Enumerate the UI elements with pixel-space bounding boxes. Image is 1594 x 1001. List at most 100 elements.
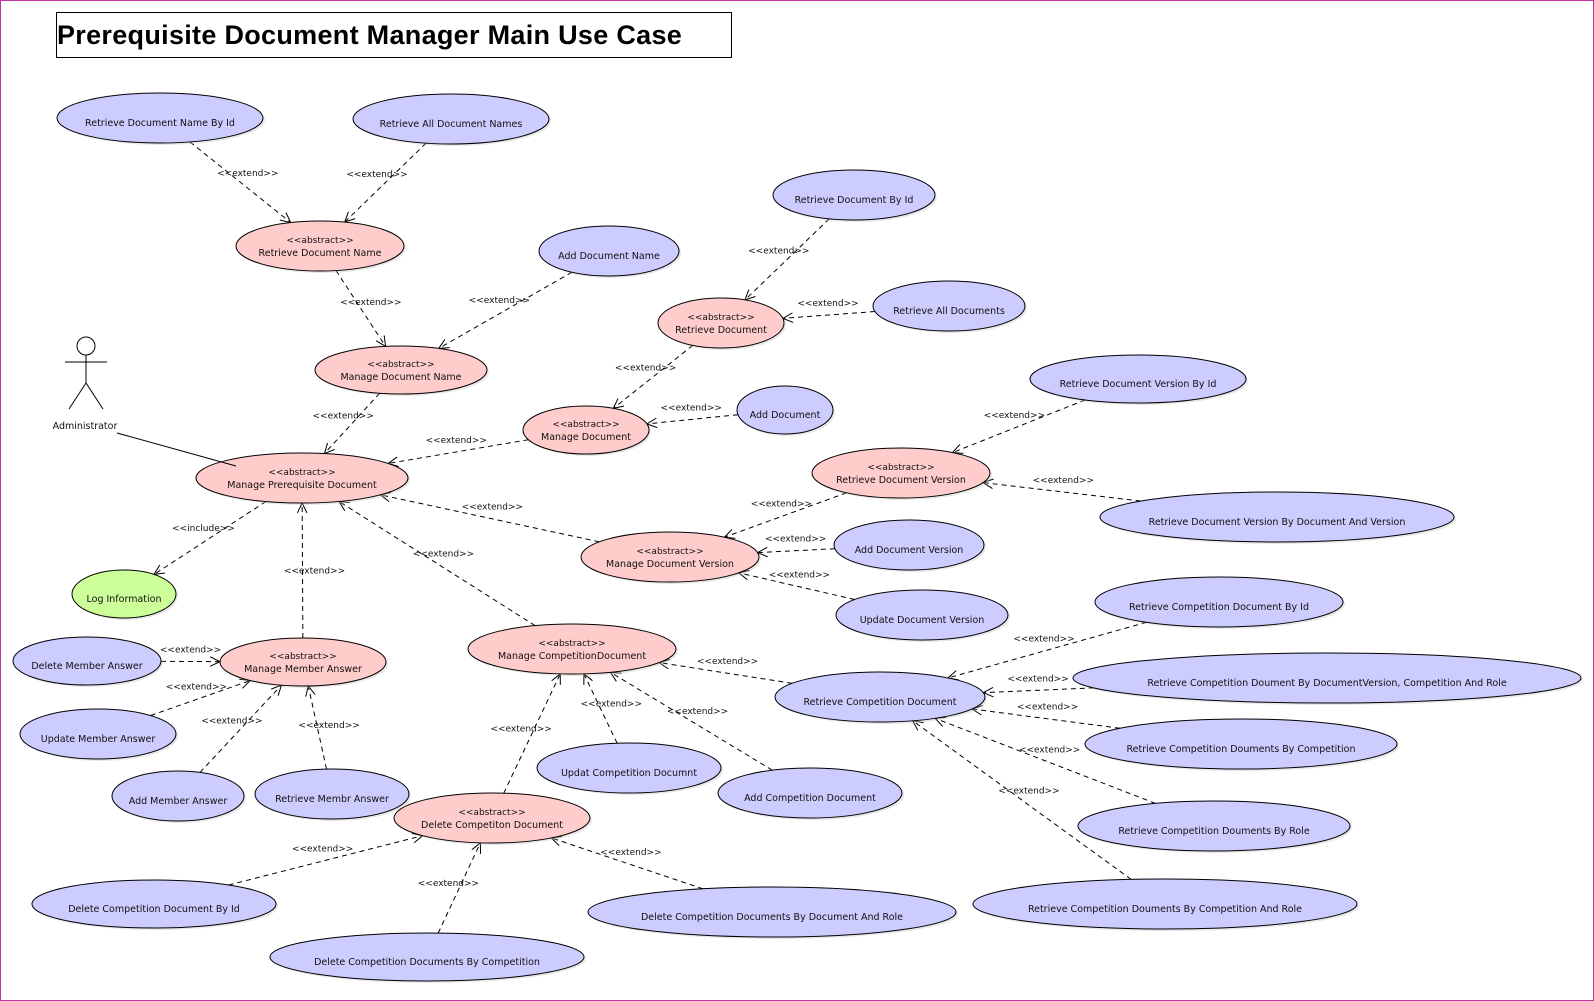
use-case-ellipse	[219, 637, 387, 687]
use-case-log-information[interactable]: Log Information	[71, 569, 178, 620]
use-case-manage-prerequisite-document[interactable]: <<abstract>>Manage Prerequisite Document	[195, 452, 410, 505]
use-case-label: Retrieve Document	[675, 325, 767, 336]
use-case-retrieve-document-by-id[interactable]: Retrieve Document By Id	[772, 169, 937, 222]
use-case-ellipse	[195, 452, 409, 504]
relation-extend-manage-member-answer-to-manage-prerequisite-document: <<extend>>	[284, 501, 345, 639]
use-case-ellipse	[352, 93, 550, 145]
actor-head	[76, 336, 96, 356]
relation-stereotype-label: <<extend>>	[469, 296, 530, 306]
use-case-ellipse	[538, 225, 680, 277]
use-case-ellipse	[772, 169, 936, 221]
use-case-ellipse	[1094, 576, 1344, 628]
relation-line	[782, 311, 875, 319]
relation-include-manage-prerequisite-document-to-log-information: <<include>>	[153, 501, 267, 576]
use-case-update-member-answer[interactable]: Update Member Answer	[19, 708, 178, 761]
use-case-delete-competiton-document[interactable]: <<abstract>> Delete Competiton Document	[393, 792, 592, 845]
use-case-stereotype: <<abstract>>	[552, 420, 619, 430]
use-case-label: Manage Document Version	[606, 559, 734, 570]
use-case-retrieve-competition-douments-by-role[interactable]: Retrieve Competition Douments By Role	[1077, 800, 1352, 853]
use-cases-layer: Retrieve Document Name By Id Retrieve All…	[12, 92, 1583, 983]
relation-stereotype-label: <<extend>>	[217, 169, 278, 179]
relation-stereotype-label: <<extend>>	[765, 535, 826, 545]
use-case-retrieve-document-name-by-id[interactable]: Retrieve Document Name By Id	[56, 92, 265, 145]
use-case-retrieve-all-documents[interactable]: Retrieve All Documents	[872, 280, 1027, 333]
relation-line	[437, 842, 481, 934]
use-case-add-member-answer[interactable]: Add Member Answer	[111, 770, 246, 823]
use-case-delete-competition-documents-by-competition[interactable]: Delete Competition Documents By Competit…	[269, 932, 586, 983]
use-case-retrieve-competition-document-by-id[interactable]: Retrieve Competition Document By Id	[1094, 576, 1345, 629]
use-case-delete-competition-documents-by-document-and-role[interactable]: Delete Competition Documents By Document…	[587, 886, 958, 939]
use-case-label: Manage Member Answer	[244, 664, 362, 675]
relation-stereotype-label: <<extend>>	[1013, 635, 1074, 645]
use-case-stereotype: <<abstract>>	[687, 313, 754, 323]
use-case-manage-document[interactable]: <<abstract>>Manage Document	[522, 405, 651, 456]
use-case-retrieve-competition-douments-by-competition-and-role[interactable]: Retrieve Competition Douments By Competi…	[972, 878, 1359, 931]
use-case-retrieve-competition-doument-by-documentversion-competition-and-role[interactable]: Retrieve Competition Doument By Document…	[1072, 652, 1583, 705]
actor-right-leg	[85, 382, 104, 410]
use-case-stereotype: <<abstract>>	[367, 360, 434, 370]
use-case-add-document-version[interactable]: Add Document Version	[833, 519, 986, 572]
relation-line	[934, 717, 1156, 804]
use-case-retrieve-membr-answer[interactable]: Retrieve Membr Answer	[254, 768, 411, 821]
relation-line	[738, 572, 855, 600]
relation-line	[612, 344, 694, 409]
use-case-label: Update Document Version	[860, 615, 985, 626]
relation-stereotype-label: <<extend>>	[751, 500, 812, 510]
use-case-manage-member-answer[interactable]: <<abstract>> Manage Member Answer	[219, 637, 388, 688]
use-case-retrieve-all-document-names[interactable]: Retrieve All Document Names	[352, 93, 551, 146]
use-case-retrieve-document[interactable]: <<abstract>> Retrieve Document	[657, 297, 786, 350]
use-case-retrieve-document-version-by-document-and-version[interactable]: Retrieve Document Version By Document An…	[1099, 491, 1456, 544]
use-case-stereotype: <<abstract>>	[286, 236, 353, 246]
use-case-ellipse	[587, 886, 957, 938]
use-case-manage-document-version[interactable]: <<abstract>>Manage Document Version	[580, 531, 761, 584]
use-case-ellipse	[1099, 491, 1455, 543]
use-case-label: Delete Competiton Document	[421, 820, 563, 831]
relation-line	[388, 439, 529, 464]
use-case-add-document-name[interactable]: Add Document Name	[538, 225, 681, 278]
actor-label: Administrator	[53, 421, 118, 432]
use-case-ellipse	[1084, 718, 1398, 770]
use-case-label: Retrieve Competition Document By Id	[1129, 602, 1309, 613]
use-case-delete-member-answer[interactable]: Delete Member Answer	[12, 636, 163, 687]
relation-stereotype-label: <<extend>>	[166, 683, 227, 693]
use-case-label: Retrieve Document Version By Document An…	[1149, 517, 1406, 528]
use-case-delete-competition-document-by-id[interactable]: Delete Competition Document By Id	[31, 879, 278, 930]
use-case-ellipse	[31, 879, 277, 929]
relation-line	[335, 270, 386, 347]
use-case-ellipse	[736, 385, 834, 435]
relation-extend-retrieve-membr-answer-to-manage-member-answer: <<extend>>	[298, 684, 360, 770]
relation-stereotype-label: <<extend>>	[284, 566, 345, 576]
use-case-add-competition-document[interactable]: Add Competition Document	[717, 767, 904, 820]
use-case-label: Retrieve All Document Names	[380, 119, 523, 130]
relation-extend-manage-document-to-manage-prerequisite-document: <<extend>>	[387, 436, 529, 467]
relation-extend-add-document-version-to-manage-document-version: <<extend>>	[756, 535, 835, 558]
use-case-retrieve-competition-document[interactable]: Retrieve Competition Document	[774, 671, 987, 724]
use-case-updat-competition-documnt[interactable]: Updat Competition Documnt	[536, 742, 723, 795]
relation-extend-retrieve-document-name-by-id-to-retrieve-document-name: <<extend>>	[189, 141, 292, 224]
use-case-add-document[interactable]: Add Document	[736, 385, 835, 436]
use-case-retrieve-document-version-by-id[interactable]: Retrieve Document Version By Id	[1029, 354, 1248, 405]
use-case-stereotype: <<abstract>>	[269, 652, 336, 662]
use-case-retrieve-document-name[interactable]: <<abstract>>Retrieve Document Name	[235, 220, 406, 273]
use-case-ellipse	[71, 569, 177, 619]
use-case-ellipse	[1029, 354, 1247, 404]
use-case-manage-document-name[interactable]: <<abstract>>Manage Document Name	[314, 345, 489, 396]
relation-stereotype-label: <<extend>>	[313, 411, 374, 421]
relation-extend-delete-competition-documents-by-competition-to-delete-competiton-document: <<extend>>	[418, 841, 482, 934]
relation-extend-update-document-version-to-manage-document-version: <<extend>>	[737, 569, 855, 600]
use-case-retrieve-competition-douments-by-competition[interactable]: Retrieve Competition Douments By Competi…	[1084, 718, 1399, 771]
relation-extend-retrieve-document-name-to-manage-document-name: <<extend>>	[335, 270, 402, 348]
relation-stereotype-label: <<extend>>	[462, 503, 523, 513]
relation-stereotype-label: <<extend>>	[581, 699, 642, 709]
relation-line	[724, 492, 847, 538]
actor-administrator[interactable]: Administrator	[53, 336, 118, 432]
use-case-stereotype: <<abstract>>	[458, 808, 525, 818]
use-case-manage-competition-document[interactable]: <<abstract>>Manage CompetitionDocument	[467, 623, 678, 676]
relation-extend-retrieve-all-document-names-to-retrieve-document-name: <<extend>>	[343, 142, 427, 223]
relation-extend-retrieve-competition-document-to-manage-competition-document: <<extend>>	[658, 657, 793, 684]
use-case-retrieve-document-version[interactable]: <<abstract>>Retrieve Document Version	[811, 447, 992, 500]
relation-line	[189, 141, 292, 223]
relation-stereotype-label: <<extend>>	[667, 707, 728, 717]
relation-line	[153, 501, 267, 575]
use-case-update-document-version[interactable]: Update Document Version	[835, 589, 1010, 642]
